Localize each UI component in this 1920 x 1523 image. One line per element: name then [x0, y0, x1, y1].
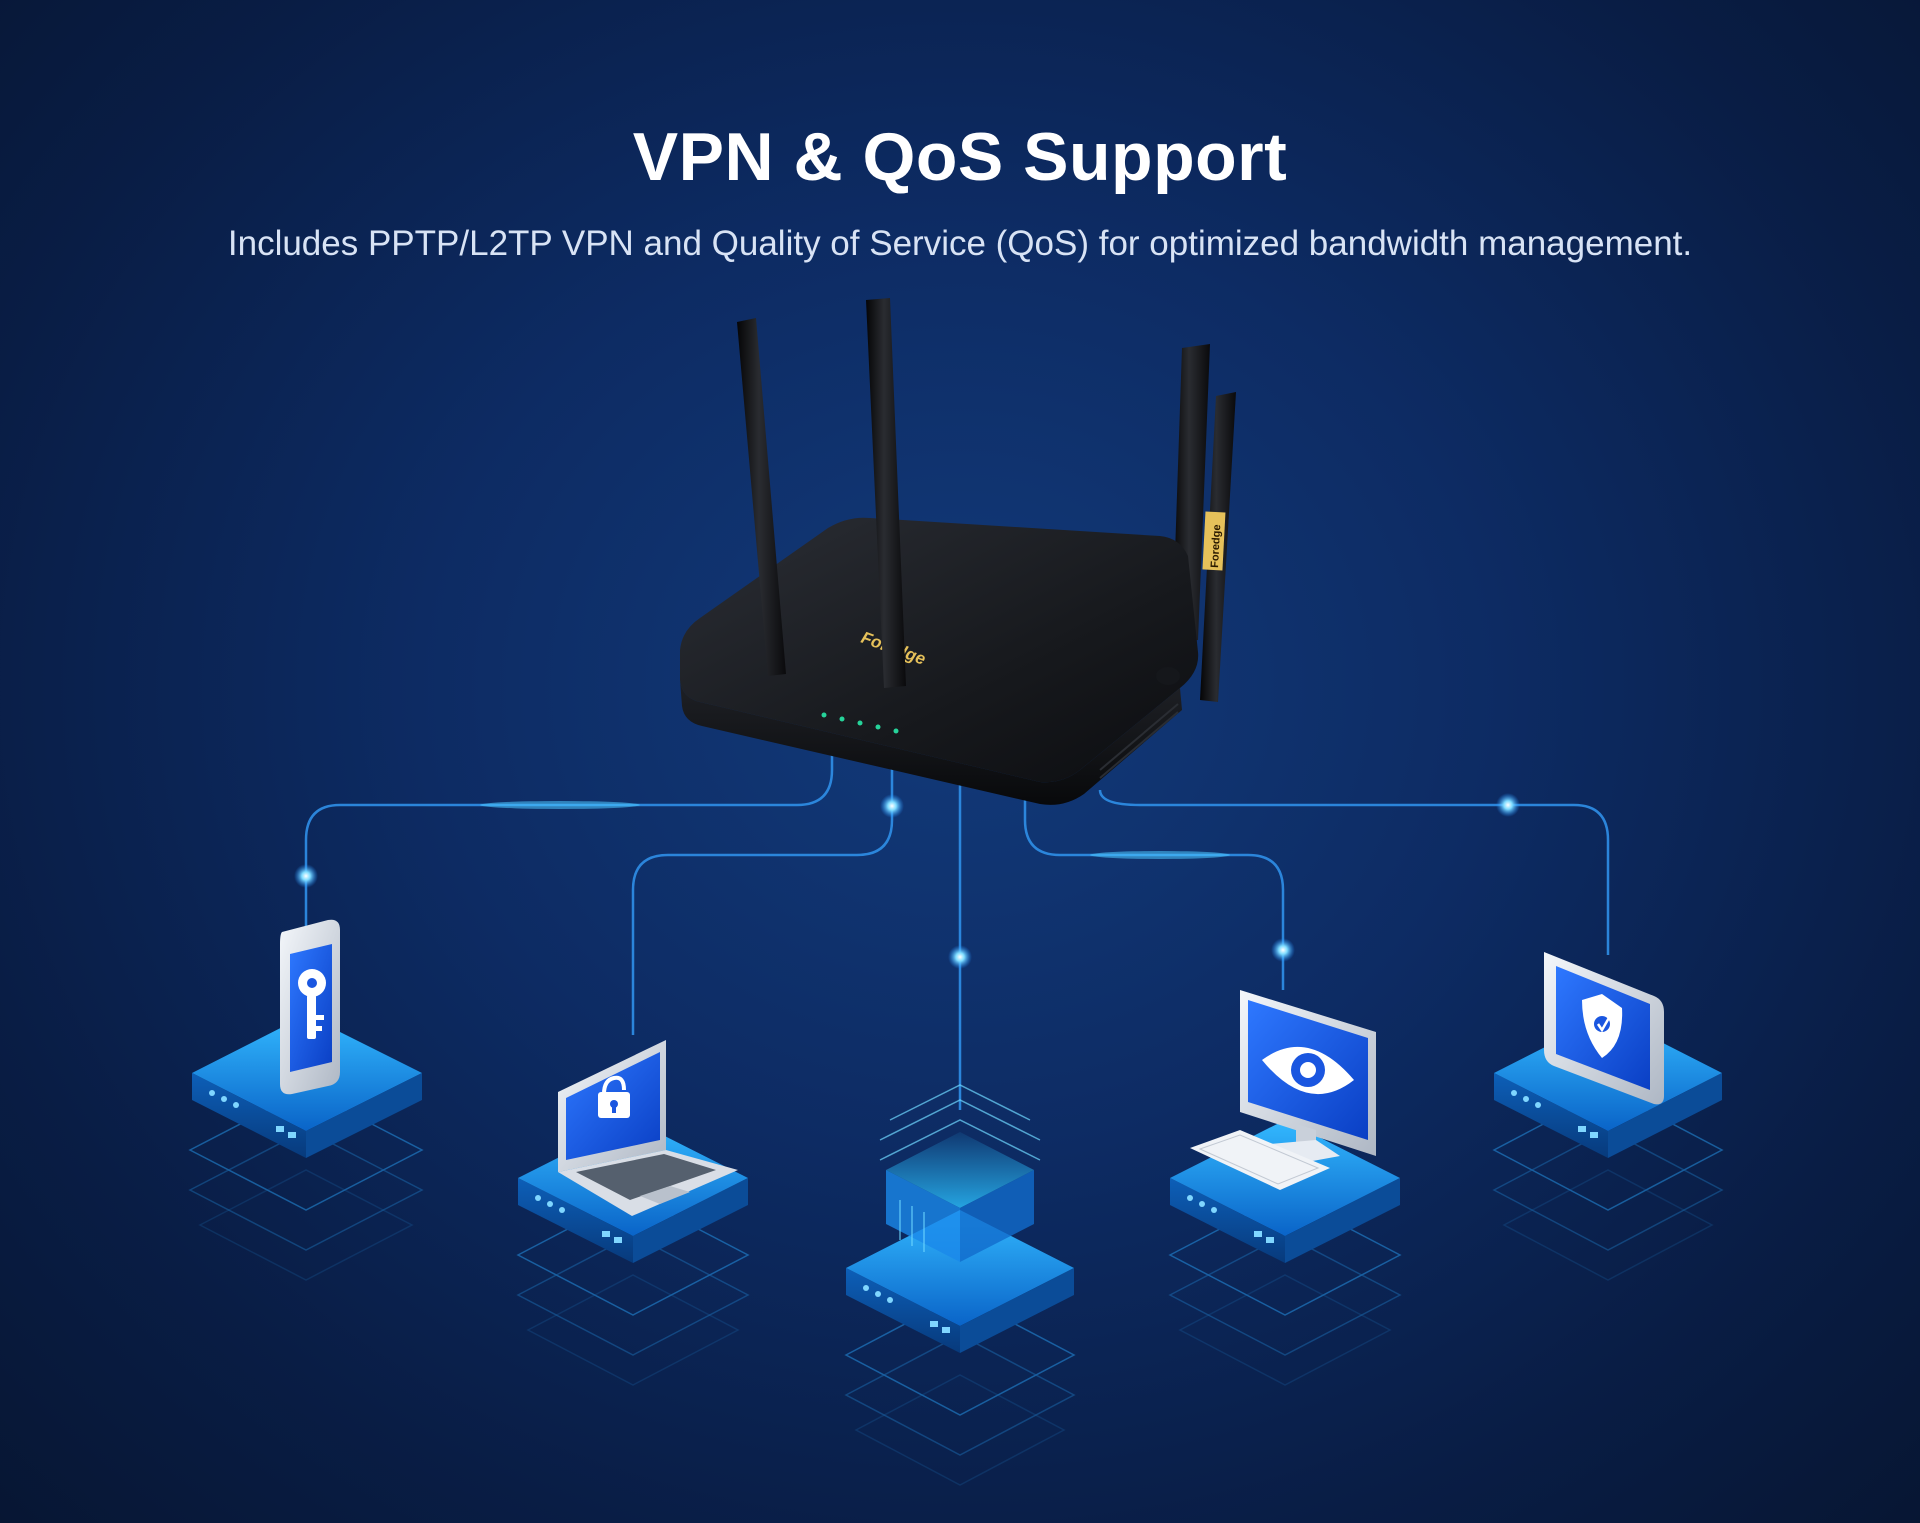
antenna-left [737, 318, 786, 676]
platform-right [633, 1178, 748, 1263]
keyboard [1190, 1130, 1330, 1190]
platform-left [192, 1073, 306, 1158]
device-desktop [1168, 990, 1402, 1386]
antenna-brand-plate [1202, 511, 1226, 571]
page-title: VPN & QoS Support [632, 119, 1288, 195]
link-smartphone [304, 748, 834, 935]
shield-icon [1582, 994, 1623, 1058]
line-glow-dots [294, 793, 1520, 969]
antenna-brand-label: Foredge [1209, 524, 1223, 568]
status-leds [821, 712, 899, 734]
router: Foredge Foredge [680, 298, 1236, 805]
router-top [680, 517, 1199, 783]
link-laptop [631, 748, 894, 1035]
device-server [844, 1084, 1076, 1486]
platform-left [846, 1268, 960, 1353]
platform-right [306, 1073, 422, 1158]
device-tablet [1492, 952, 1724, 1281]
device-laptop [516, 1040, 750, 1386]
laptop-keyboard [576, 1154, 716, 1200]
platform-right [1285, 1178, 1400, 1263]
router-vent [1099, 703, 1179, 779]
router-front [680, 680, 1182, 805]
platform-lights [863, 1285, 950, 1333]
device-smartphone [188, 919, 424, 1281]
padlock-icon [598, 1075, 630, 1118]
eye-icon [1262, 1046, 1354, 1095]
platform-right [1608, 1073, 1722, 1158]
platform-left [1170, 1178, 1285, 1263]
link-desktop [1023, 780, 1285, 990]
platform-left [518, 1178, 633, 1263]
platform-lights [209, 1090, 296, 1138]
page-subtitle: Includes PPTP/L2TP VPN and Quality of Se… [227, 224, 1693, 263]
antenna-hinge [1156, 667, 1180, 685]
platform-right [960, 1268, 1074, 1353]
data-chip-icon [879, 1084, 1041, 1262]
monitor-foot [1270, 1140, 1340, 1164]
key-icon [298, 969, 326, 1039]
platform-lights [1511, 1090, 1598, 1138]
antenna-center [866, 298, 906, 688]
keyboard-keys [1198, 1134, 1320, 1185]
platform-lights [535, 1195, 622, 1243]
link-tablet [1098, 789, 1610, 955]
platform-lights [1187, 1195, 1274, 1243]
laptop-touchpad [640, 1186, 690, 1204]
platform-left [1494, 1073, 1608, 1158]
